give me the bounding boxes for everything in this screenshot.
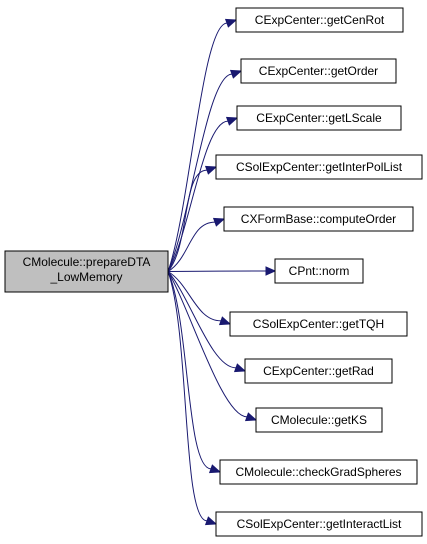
arrowhead-icon [218, 316, 232, 326]
node-cexpcenter-getcenrot[interactable]: CExpCenter::getCenRot [235, 7, 404, 33]
node-label: CExpCenter::getLScale [256, 111, 382, 125]
root-node-prepare-dta-low-memory[interactable]: CMolecule::prepareDTA_LowMemory [4, 250, 169, 293]
arrowhead-icon [204, 516, 218, 526]
call-edge [167, 271, 237, 369]
node-box [223, 206, 414, 232]
node-box [236, 105, 402, 131]
node-label: CPnt::norm [289, 264, 350, 278]
node-cexpcenter-getlscale[interactable]: CExpCenter::getLScale [236, 105, 402, 131]
node-box [229, 311, 408, 337]
node-box [215, 511, 423, 537]
call-edge [167, 22, 228, 272]
root-node-box [4, 250, 169, 293]
call-edge [167, 271, 212, 470]
call-edge [167, 271, 248, 418]
call-edge [167, 271, 222, 322]
node-box [274, 258, 364, 284]
node-cexpcenter-getorder[interactable]: CExpCenter::getOrder [240, 58, 397, 84]
node-label: CExpCenter::getCenRot [255, 13, 385, 27]
call-edge [167, 271, 208, 522]
node-box [244, 358, 393, 384]
node-label: CXFormBase::computeOrder [241, 212, 396, 226]
node-cpnt-norm[interactable]: CPnt::norm [274, 258, 364, 284]
node-label: CSolExpCenter::getTQH [253, 317, 384, 331]
call-edge [167, 120, 229, 272]
call-edge [167, 169, 208, 272]
arrowhead-icon [208, 464, 222, 474]
node-box [235, 7, 404, 33]
arrowhead-icon [233, 363, 247, 373]
arrowhead-icon [204, 165, 218, 175]
call-nodes: CMolecule::prepareDTA_LowMemoryCExpCente… [4, 7, 423, 537]
call-edge [167, 270, 267, 272]
call-edge [167, 73, 233, 272]
arrowhead-icon [244, 412, 258, 422]
node-cmolecule-getks[interactable]: CMolecule::getKS [255, 407, 383, 433]
root-node-label: CMolecule::prepareDTA [23, 255, 151, 269]
node-cmolecule-checkgradspheres[interactable]: CMolecule::checkGradSpheres [219, 459, 418, 485]
arrowhead-icon [225, 116, 239, 126]
node-label: CMolecule::checkGradSpheres [235, 465, 401, 479]
call-edge [167, 221, 216, 272]
node-csolexpcenter-getinterpollist[interactable]: CSolExpCenter::getInterPolList [215, 154, 423, 180]
node-cexpcenter-getrad[interactable]: CExpCenter::getRad [244, 358, 393, 384]
node-label: CSolExpCenter::getInteractList [237, 517, 402, 531]
node-csolexpcenter-getinteractlist[interactable]: CSolExpCenter::getInteractList [215, 511, 423, 537]
arrowhead-icon [212, 217, 226, 227]
node-cxformbase-computeorder[interactable]: CXFormBase::computeOrder [223, 206, 414, 232]
node-label: CSolExpCenter::getInterPolList [236, 160, 403, 174]
arrowhead-icon [224, 18, 238, 28]
arrowhead-icon [265, 266, 277, 276]
node-label: CMolecule::getKS [271, 413, 367, 427]
root-node-label: _LowMemory [49, 270, 122, 284]
node-box [240, 58, 397, 84]
node-box [219, 459, 418, 485]
node-box [215, 154, 423, 180]
node-box [255, 407, 383, 433]
arrowhead-icon [229, 69, 243, 79]
call-edges [167, 18, 277, 526]
node-label: CExpCenter::getOrder [259, 64, 378, 78]
node-label: CExpCenter::getRad [263, 364, 374, 378]
node-csolexpcenter-gettqh[interactable]: CSolExpCenter::getTQH [229, 311, 408, 337]
